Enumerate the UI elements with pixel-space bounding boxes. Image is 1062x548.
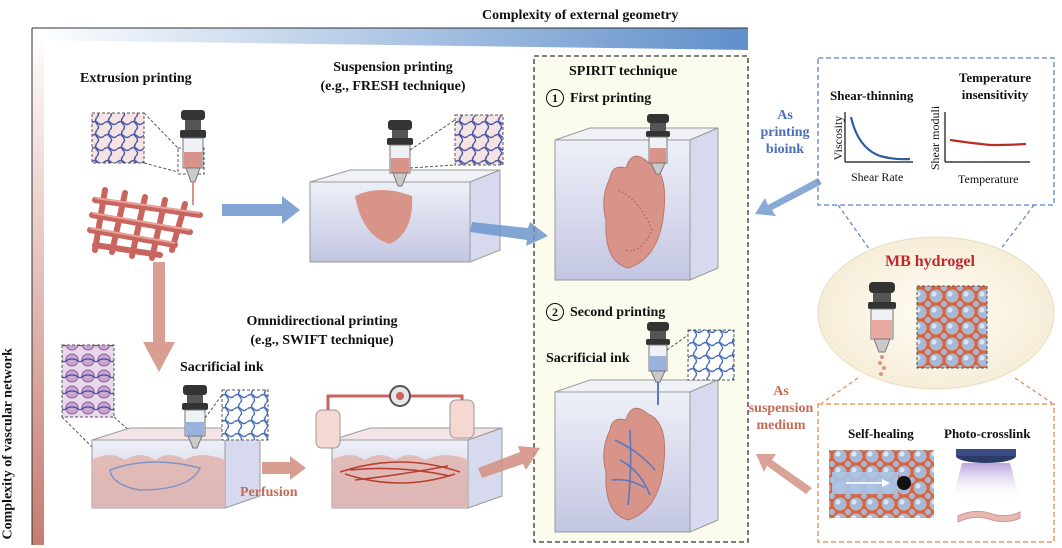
arrow-omni-to-perfusion — [262, 456, 306, 480]
sacrificial-ink-label: Sacrificial ink — [180, 360, 264, 375]
shear-thinning-curve — [849, 116, 911, 161]
geometry-axis-label: Complexity of external geometry — [482, 8, 679, 23]
spirit-second-printing-illustration — [554, 322, 735, 533]
photo-crosslink-label: Photo-crosslink — [944, 426, 1031, 441]
arrow-perfusion-to-spirit — [478, 446, 540, 478]
arrow-suspension-to-spirit — [470, 222, 548, 246]
vascular-axis-bar — [32, 28, 44, 545]
omnidirectional-printing-label: Omnidirectional printing — [246, 314, 398, 329]
temperature-curve — [949, 138, 1027, 147]
suspension-printing-illustration — [309, 114, 504, 263]
temperature-insensitivity-line2: insensitivity — [961, 87, 1029, 102]
spirit-sacrificial-ink-label: Sacrificial ink — [546, 351, 630, 366]
arrow-extrusion-to-suspension — [222, 196, 300, 224]
step2-number: 2 — [546, 303, 564, 321]
arrow-medium-to-spirit — [756, 454, 812, 494]
bioink-properties-panel — [817, 57, 1055, 206]
shear-thinning-label: Shear-thinning — [830, 88, 914, 103]
fresh-technique-label: (e.g., FRESH technique) — [320, 79, 466, 94]
microbead-inset — [916, 285, 988, 369]
as-bioink-line2: printing — [760, 125, 810, 140]
vascular-axis-label: Complexity of vascular network — [0, 348, 16, 540]
arrow-bioink-to-spirit — [755, 178, 822, 216]
temperature-axis-label: Temperature — [958, 172, 1019, 186]
as-bioink-line1: As — [777, 108, 793, 123]
shear-moduli-axis-label: Shear moduli — [928, 105, 942, 171]
as-bioink-line3: bioink — [765, 142, 805, 157]
arrow-extrusion-to-omni — [143, 262, 175, 372]
perfusion-illustration — [315, 385, 503, 509]
omnidirectional-printing-illustration — [61, 344, 269, 509]
spirit-first-printing-illustration — [554, 114, 719, 281]
temperature-insensitivity-line1: Temperature — [958, 70, 1032, 85]
perfusion-label: Perfusion — [240, 485, 298, 500]
mb-hydrogel-title: MB hydrogel — [885, 253, 975, 270]
as-medium-line1: As — [773, 384, 789, 399]
step1-number: 1 — [546, 89, 564, 107]
viscosity-axis-label: Viscosity — [831, 115, 845, 161]
extrusion-printing-label: Extrusion printing — [80, 71, 192, 86]
self-healing-label: Self-healing — [848, 426, 914, 441]
crosslinked-strip — [957, 510, 1021, 523]
extrusion-printing-illustration — [87, 110, 206, 261]
as-medium-line2: suspension — [748, 401, 814, 416]
suspension-printing-label: Suspension printing — [333, 60, 453, 75]
geometry-axis-bar — [32, 28, 748, 50]
mb-hydrogel-syringe — [868, 282, 896, 376]
swift-technique-label: (e.g., SWIFT technique) — [250, 333, 394, 348]
shear-rate-axis-label: Shear Rate — [851, 170, 904, 184]
as-medium-line3: medium — [756, 418, 806, 433]
spirit-title: SPIRIT technique — [569, 64, 678, 79]
